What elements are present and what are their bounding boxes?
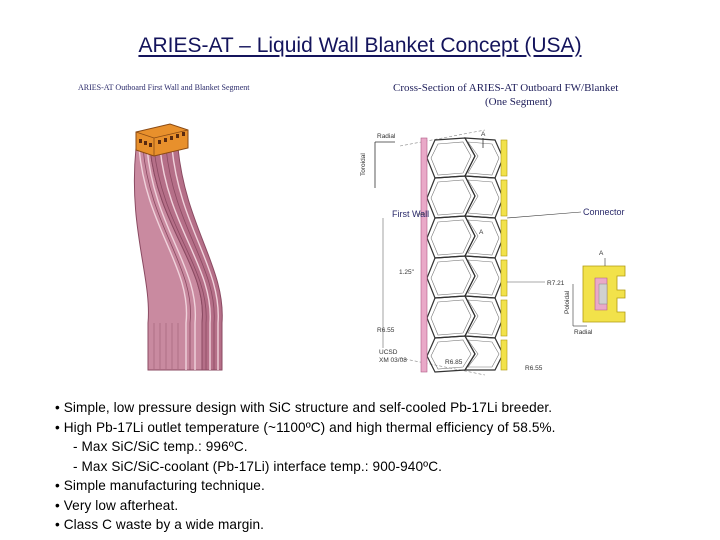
section-marker-a-top: A — [481, 131, 486, 138]
right-figure-caption: Cross-Section of ARIES-AT Outboard FW/Bl… — [393, 81, 618, 109]
section-marker-a-mid: A — [479, 229, 484, 236]
cross-section-drawing: Radial Toroidal — [360, 129, 626, 376]
svg-text:Poloidal: Poloidal — [564, 290, 571, 314]
r7-21-label: R7.21 — [547, 280, 565, 287]
bullet-item: • Simple, low pressure design with SiC s… — [55, 400, 553, 415]
bullet-subitem: - Max SiC/SiC-coolant (Pb-17Li) interfac… — [73, 458, 442, 474]
svg-text:A: A — [599, 250, 604, 257]
r6-55-right-label: R6.55 — [525, 365, 543, 372]
segment-tubes — [133, 147, 223, 371]
right-figure-caption-line1: Cross-Section of ARIES-AT Outboard FW/Bl… — [393, 82, 619, 94]
drawing-date: XM 03/08 — [379, 357, 407, 364]
bullet-item: • Class C waste by a wide margin. — [55, 517, 265, 532]
connector-detail-a: A Poloidal Radial — [564, 250, 626, 336]
bullet-list: • Simple, low pressure design with SiC s… — [55, 398, 715, 535]
r6-85-label: R6.85 — [445, 359, 463, 366]
drawing-id: UCSD — [379, 349, 398, 356]
bullet-subitem: - Max SiC/SiC temp.: 996ºC. — [73, 439, 248, 454]
bullet-item: • High Pb-17Li outlet temperature (~1100… — [55, 419, 556, 435]
first-wall-strip — [420, 137, 428, 373]
r6-55-left-label: R6.55 — [377, 327, 395, 334]
first-wall-label: First Wall — [392, 209, 429, 219]
blanket-segment-drawing — [133, 123, 223, 371]
left-figure-caption: ARIES-AT Outboard First Wall and Blanket… — [78, 83, 250, 92]
connector-label: Connector — [583, 207, 625, 217]
segment-top-connector — [135, 123, 189, 157]
right-figure-caption-line2: (One Segment) — [485, 96, 552, 108]
dimension-1-25-label: 1.25" — [399, 269, 415, 276]
svg-text:Radial: Radial — [574, 329, 593, 336]
bullet-item: • Simple manufacturing technique. — [55, 478, 265, 493]
radial-axis-label-top: Radial — [377, 133, 396, 140]
bullet-item: • Very low afterheat. — [55, 497, 179, 513]
toroidal-axis-label: Toroidal — [360, 153, 367, 176]
slide-title: ARIES-AT – Liquid Wall Blanket Concept (… — [138, 34, 582, 57]
connector-strips — [500, 139, 508, 371]
